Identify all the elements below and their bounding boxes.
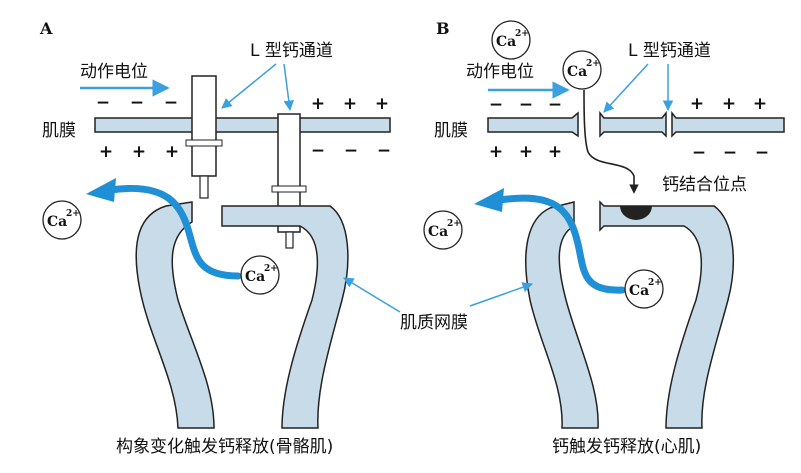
panel-b-ca-release-arrow [496, 194, 626, 294]
sr-membrane-label-group: 肌质网膜 [343, 277, 533, 333]
panel-b-letter: B [436, 19, 450, 38]
panel-a-l-type-channel-1 [185, 75, 223, 199]
svg-text:Ca: Ca [245, 269, 265, 285]
panel-a-caption: 构象变化触发钙释放(骨骼肌) [116, 437, 333, 457]
charge: − [755, 143, 769, 163]
svg-text:2+: 2+ [264, 264, 278, 274]
panel-b-ca-influx-arrow [583, 89, 639, 194]
charge: + [375, 94, 389, 114]
charge: + [343, 94, 357, 114]
panel-b-sarcolemma [487, 110, 785, 138]
svg-text:Ca: Ca [496, 34, 516, 50]
svg-text:2+: 2+ [515, 29, 529, 39]
sr-pointer-right [469, 282, 533, 307]
charge: − [489, 95, 503, 115]
charge: + [548, 142, 562, 162]
charge: + [132, 142, 146, 162]
panel-a-charges-bottom: + + + − − − [99, 141, 391, 162]
charge: − [519, 95, 533, 115]
panel-a-letter: A [39, 19, 53, 38]
charge: − [692, 143, 706, 163]
svg-text:Ca: Ca [47, 214, 67, 230]
panel-b-binding-site-label: 钙结合位点 [662, 175, 747, 195]
panel-b-ca-ion-sr: Ca 2+ [624, 269, 664, 309]
panel-a-charges-top: − − − + + + [96, 93, 389, 114]
panel-a: A 动作电位 L 型钙通道 肌膜 − − − + + + + + + − − − [39, 19, 391, 457]
svg-text:2+: 2+ [648, 278, 662, 288]
panel-a-ca-ion-sr: Ca 2+ [240, 255, 280, 295]
panel-b-sr-membrane-left [525, 201, 599, 429]
panel-a-ca-ion-released: Ca 2+ [42, 200, 82, 240]
panel-b-channel-pointer-1 [603, 63, 649, 113]
panel-b-charges-top: − − − + + + [489, 94, 767, 115]
charge: − [344, 141, 358, 161]
panel-a-sr-membrane [135, 201, 215, 429]
svg-text:2+: 2+ [66, 209, 80, 219]
sr-membrane-label: 肌质网膜 [400, 313, 468, 333]
panel-a-channel-pointer-1 [221, 63, 277, 109]
charge: − [723, 143, 737, 163]
charge: + [753, 94, 767, 114]
panel-a-l-type-channel-2 [271, 113, 307, 249]
charge: − [548, 95, 562, 115]
charge: − [377, 141, 391, 161]
panel-b-membrane-label: 肌膜 [434, 121, 468, 141]
svg-text:2+: 2+ [586, 59, 600, 69]
panel-a-channel-label: L 型钙通道 [250, 41, 333, 61]
charge: + [519, 142, 533, 162]
charge: + [99, 142, 113, 162]
panel-b-ca-release-arrowhead [474, 188, 504, 212]
panel-a-sr-membrane-right [221, 205, 349, 429]
svg-text:Ca: Ca [629, 283, 649, 299]
panel-a-membrane-label: 肌膜 [42, 121, 76, 141]
charge: + [489, 142, 503, 162]
charge: + [690, 94, 704, 114]
panel-a-ca-release-arrowhead [86, 178, 116, 202]
panel-b-charges-bottom: + + + − − − [489, 142, 769, 163]
panel-a-action-potential-label: 动作电位 [80, 62, 148, 82]
charge: − [164, 93, 178, 113]
panel-a-sarcolemma [94, 117, 391, 133]
charge: + [311, 94, 325, 114]
panel-b-ca-ion-extracellular-1: Ca 2+ [491, 20, 531, 60]
panel-b-ca-ion-extracellular-2: Ca 2+ [562, 50, 602, 90]
panel-b-caption: 钙触发钙释放(心肌) [552, 437, 701, 457]
panel-b-binding-site [620, 206, 652, 220]
charge: + [722, 94, 736, 114]
panel-b-action-potential-label: 动作电位 [466, 62, 534, 82]
panel-a-channel-pointer-2 [283, 63, 294, 112]
panel-b: B Ca 2+ 动作电位 Ca 2+ L 型钙通道 肌膜 − − − [423, 19, 785, 457]
charge: + [165, 142, 179, 162]
charge: − [96, 93, 110, 113]
svg-text:2+: 2+ [447, 219, 461, 229]
svg-text:Ca: Ca [428, 224, 448, 240]
panel-b-channel-label: L 型钙通道 [628, 41, 711, 61]
sr-pointer-left [343, 277, 401, 313]
charge: − [311, 141, 325, 161]
panel-b-ca-ion-released: Ca 2+ [423, 210, 463, 250]
panel-b-sr-membrane-right [599, 200, 735, 429]
charge: − [130, 93, 144, 113]
svg-text:Ca: Ca [567, 64, 587, 80]
panel-a-ca-release-arrow [106, 185, 242, 280]
